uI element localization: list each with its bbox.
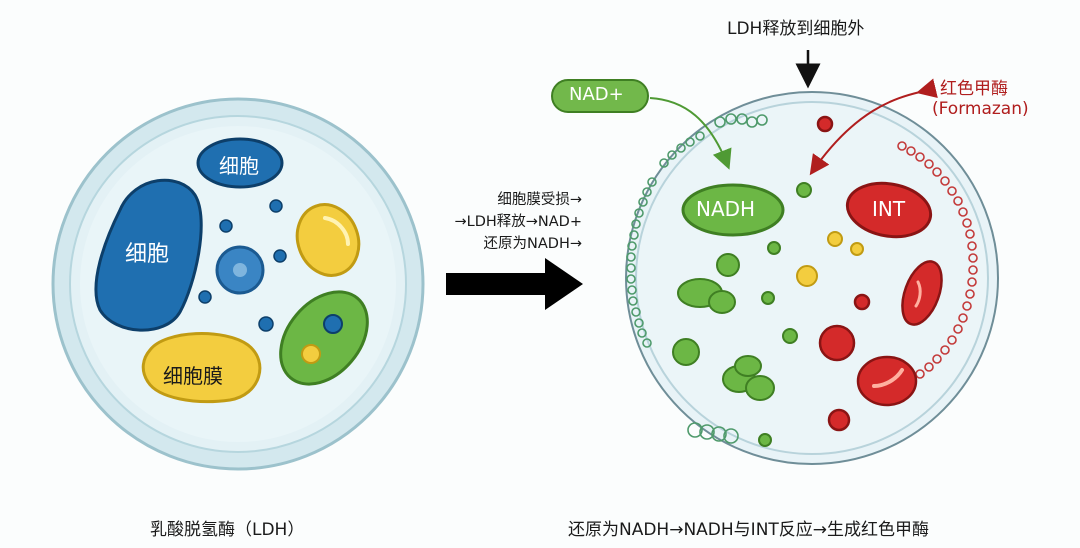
nadh-ellipse — [681, 183, 785, 237]
nad-plus-label: NAD+ — [569, 84, 624, 105]
yellow-organelle — [295, 203, 361, 277]
membrane-label: 细胞膜 — [163, 364, 223, 388]
nadh-particles — [672, 182, 812, 447]
left-caption: 乳酸脱氢酶（LDH） — [150, 520, 305, 540]
blue-dots — [198, 199, 287, 332]
green-organelle — [279, 290, 369, 386]
formazan-arrow — [809, 78, 938, 176]
release-label: LDH释放到细胞外 — [727, 19, 865, 39]
process-line-2: →LDH释放→NAD+ — [454, 214, 582, 230]
nadh-label: NADH — [696, 197, 756, 221]
small-cell-label: 细胞 — [219, 154, 259, 178]
large-cell — [94, 178, 203, 332]
nad-arrow — [649, 97, 732, 170]
process-line-3: 还原为NADH→ — [483, 236, 582, 252]
formazan-label-cn: 红色甲酶 — [940, 79, 1008, 99]
membrane-fragments — [626, 113, 768, 444]
formazan-highlight-2 — [872, 368, 904, 388]
small-cell — [196, 137, 284, 189]
int-label: INT — [872, 197, 906, 221]
process-arrow — [446, 258, 583, 310]
nad-plus-box — [551, 79, 649, 113]
yellow-particles — [796, 231, 864, 287]
process-line-1: 细胞膜受损→ — [497, 192, 582, 208]
large-cell-label: 细胞 — [125, 242, 170, 267]
int-ellipse — [845, 181, 933, 239]
formazan-label-en: (Formazan) — [932, 99, 1029, 119]
formazan-highlight — [914, 280, 922, 308]
nucleus — [215, 245, 265, 295]
right-caption: 还原为NADH→NADH与INT反应→生成红色甲酶 — [568, 520, 930, 540]
membrane-blob — [141, 332, 262, 404]
